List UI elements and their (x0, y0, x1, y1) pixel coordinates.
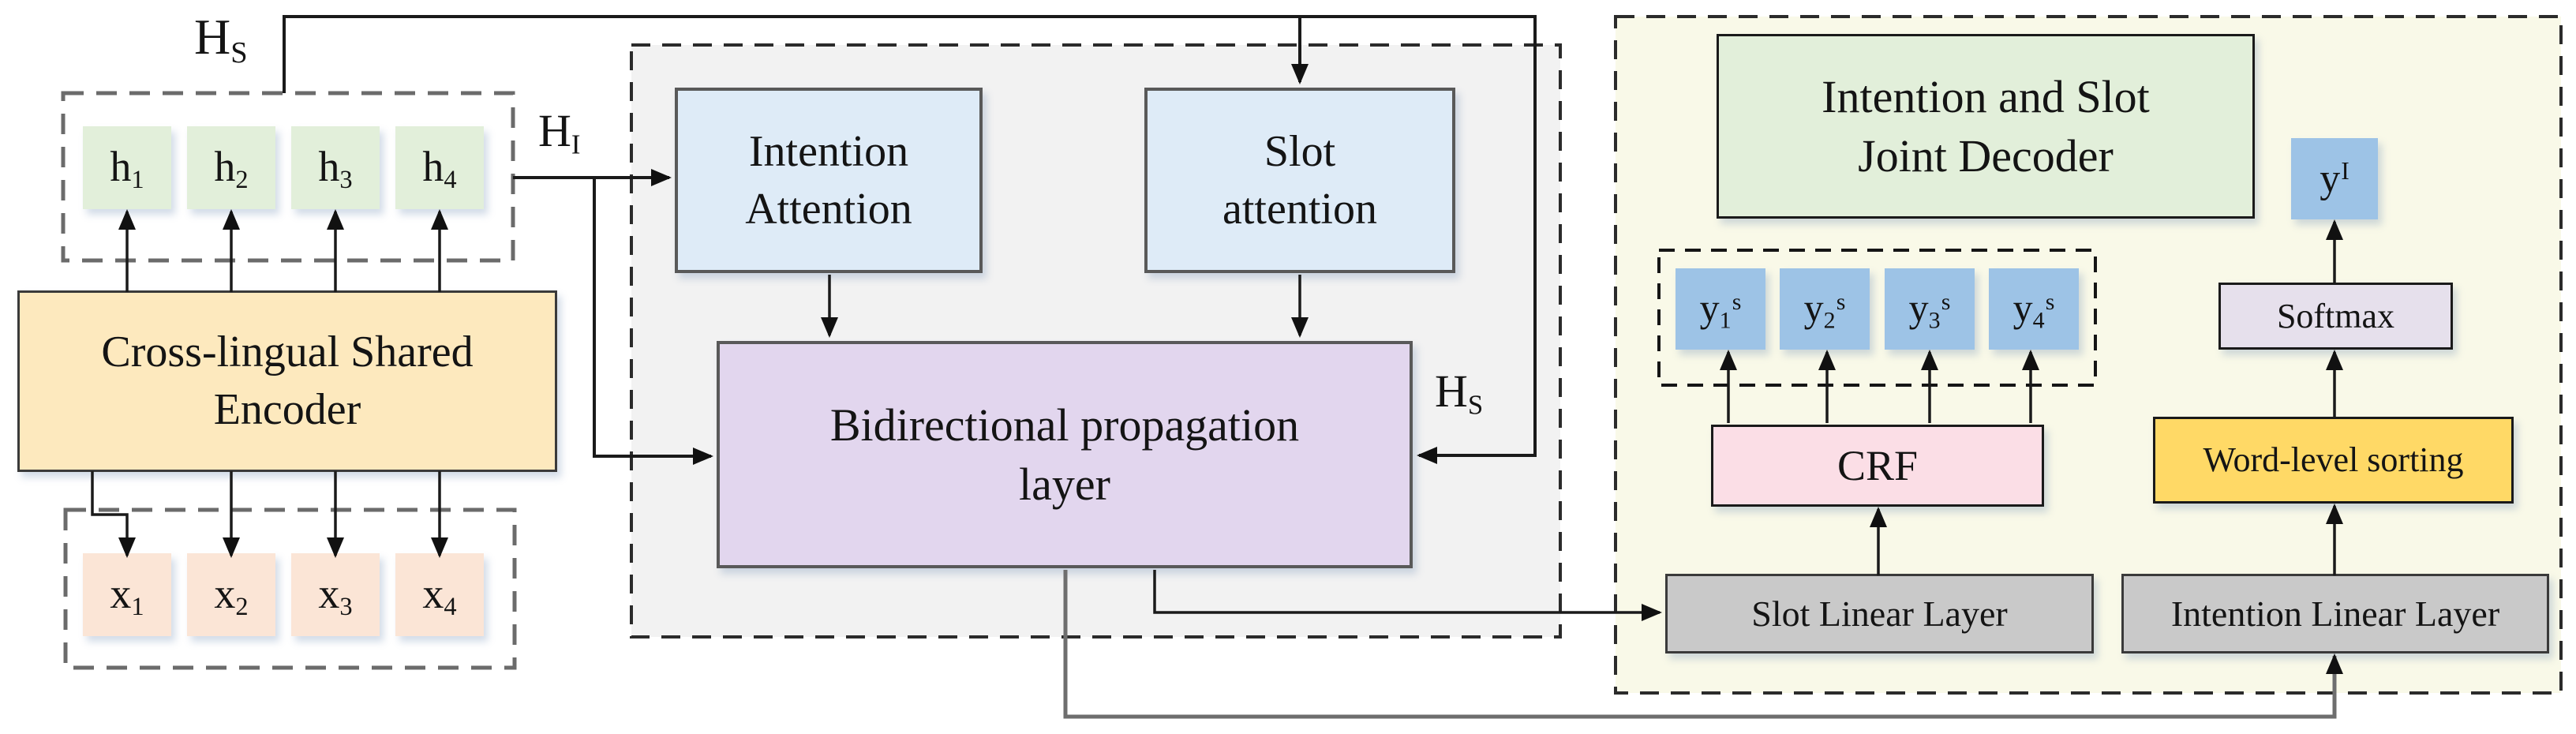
box-label-line: Softmax (2276, 296, 2395, 335)
softmax-box: Softmax (2218, 283, 2453, 350)
box-label-line: Intention (748, 126, 909, 176)
input-tokens-group (63, 507, 517, 670)
box-label-token: yI (2320, 155, 2349, 201)
box-label-token: h4 (422, 142, 457, 194)
subscript: 2 (235, 592, 249, 621)
input-x2-box: x2 (187, 553, 275, 636)
slot-output-y2-box: y2s (1780, 268, 1870, 350)
intent-output-box: yI (2291, 138, 2378, 219)
input-x3-box: x3 (291, 553, 380, 636)
subscript: 3 (339, 165, 353, 194)
box-label-token: h2 (214, 142, 249, 194)
input-x1-box: x1 (83, 553, 171, 636)
input-x4-box: x4 (395, 553, 484, 636)
box-label-token: y1s (1699, 285, 1742, 334)
subscript: 4 (2032, 307, 2045, 334)
box-label-token: y3s (1908, 285, 1951, 334)
box-label-line: Word-level sorting (2203, 440, 2464, 480)
crf-box: CRF (1711, 425, 2044, 507)
box-label-line: Slot Linear Layer (1751, 593, 2008, 634)
subscript: 4 (444, 165, 457, 194)
subscript: 1 (1719, 307, 1732, 334)
slot-outputs-group (1657, 249, 2097, 387)
box-label-token: h1 (110, 142, 144, 194)
subscript: 2 (235, 165, 249, 194)
box-label-line: Attention (745, 184, 912, 234)
box-label-token: x3 (318, 569, 353, 621)
box-label-line: layer (1019, 459, 1110, 510)
subscript: 1 (131, 592, 144, 621)
superscript: s (1732, 288, 1742, 315)
intention-linear-layer-box: Intention Linear Layer (2121, 574, 2549, 653)
subscript: 3 (339, 592, 353, 621)
superscript: s (1941, 288, 1951, 315)
subscript: I (571, 129, 581, 160)
box-label-line: Slot (1264, 126, 1336, 176)
subscript: 2 (1823, 307, 1836, 334)
box-label-line: Bidirectional propagation (829, 399, 1300, 451)
slot-linear-layer-box: Slot Linear Layer (1665, 574, 2094, 653)
hi-label: HI (538, 105, 581, 160)
hs-mid-label: HS (1435, 365, 1484, 421)
subscript: 3 (1928, 307, 1941, 334)
hs-top-label: HS (194, 9, 248, 69)
hidden-h3-box: h3 (291, 126, 380, 209)
word-level-sorting-box: Word-level sorting (2153, 417, 2514, 504)
box-label-line: Intention and Slot (1822, 70, 2150, 122)
box-label-token: y4s (2012, 285, 2055, 334)
box-label-line: attention (1222, 184, 1377, 234)
box-label-token: h3 (318, 142, 353, 194)
subscript: S (230, 36, 248, 69)
subscript: 4 (444, 592, 457, 621)
box-label-line: Intention Linear Layer (2170, 593, 2500, 634)
subscript: 1 (131, 165, 144, 194)
superscript: s (1836, 288, 1846, 315)
box-label-line: Encoder (213, 385, 361, 434)
superscript: I (2341, 157, 2349, 185)
hidden-h2-box: h2 (187, 126, 275, 209)
box-label-line: Joint Decoder (1858, 130, 2114, 182)
box-label-token: y2s (1803, 285, 1846, 334)
subscript: S (1467, 389, 1484, 421)
slot-output-y4-box: y4s (1989, 268, 2079, 350)
bidirectional-propagation-box: Bidirectional propagation layer (717, 341, 1413, 568)
superscript: s (2045, 288, 2055, 315)
slot-output-y1-box: y1s (1676, 268, 1765, 350)
box-label-token: x1 (110, 569, 144, 621)
box-label-token: x4 (422, 569, 457, 621)
hidden-h1-box: h1 (83, 126, 171, 209)
slot-attention-box: Slot attention (1144, 88, 1455, 273)
hidden-h4-box: h4 (395, 126, 484, 209)
box-label-token: x2 (214, 569, 249, 621)
slot-output-y3-box: y3s (1885, 268, 1975, 350)
box-label-line: CRF (1837, 441, 1919, 489)
box-label-line: Cross-lingual Shared (101, 328, 474, 377)
